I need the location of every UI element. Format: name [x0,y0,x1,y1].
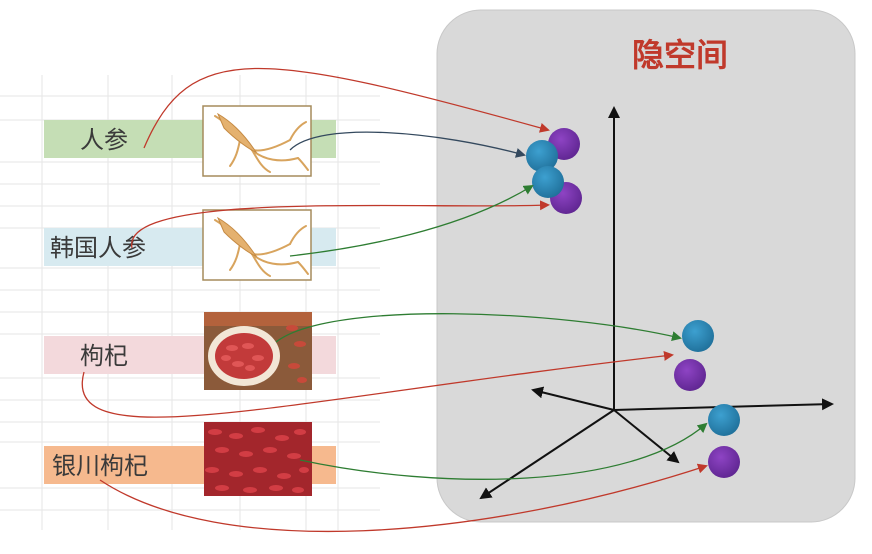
text-embedding-ningxia-goji [708,446,740,478]
arrow-ningxia-goji-image [299,422,708,480]
arrow-korean-ginseng-text [131,200,550,249]
goji-pile-image [204,422,312,496]
text-embedding-goji [674,359,706,391]
goji-bowl-image [204,312,312,390]
embedding-points [526,128,740,478]
latent-space-panel [436,9,856,523]
label-ginseng: 人参 [80,126,128,154]
label-goji: 枸杞 [80,342,128,370]
axis-left [531,386,615,411]
axis-down-left [479,409,615,500]
label-ningxia-goji: 银川枸杞 [52,452,148,480]
label-korean-ginseng: 韩国人参 [50,234,146,262]
arrow-ningxia-goji-text [99,463,708,533]
arrow-ginseng-image [289,131,526,158]
text-arrows [81,67,708,533]
arrow-goji-image [275,313,682,343]
ginseng-image [202,105,312,177]
image-embedding-ningxia-goji [708,404,740,436]
image-embedding-ginseng [526,140,558,172]
image-embedding-korean-ginseng [532,166,564,198]
axis-down-right [613,409,680,464]
korean-ginseng-image [202,209,312,281]
arrow-korean-ginseng-image [289,184,534,257]
arrow-ginseng-text [143,67,550,149]
latent-space-title: 隐空间 [632,36,728,74]
image-arrows [275,131,708,480]
arrow-goji-text [81,350,674,418]
image-embedding-goji [682,320,714,352]
